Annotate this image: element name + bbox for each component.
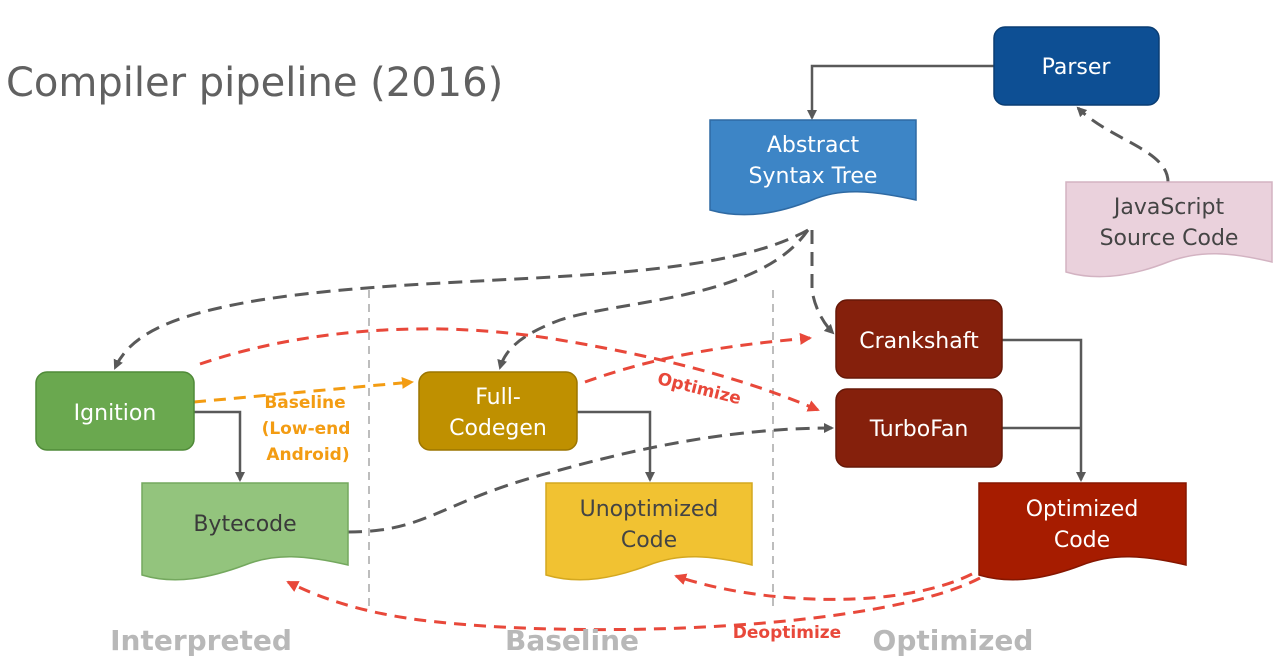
baseline-label-line2: (Low-end: [262, 419, 351, 439]
baseline-label-line1: Baseline: [264, 393, 345, 413]
edge-fullcodegen-to-crankshaft: [584, 332, 812, 384]
full-codegen-node[interactable]: Full- Codegen: [418, 371, 578, 451]
ast-label-line1: Abstract: [767, 133, 860, 158]
turbofan-label: TurboFan: [869, 417, 969, 442]
optimized-code-shape: [978, 482, 1187, 581]
crankshaft-box: [835, 299, 1003, 379]
ignition-label: Ignition: [74, 401, 157, 426]
edge-bytecode-to-turbofan: [347, 423, 834, 534]
turbofan-box: [835, 388, 1003, 468]
js-source-node[interactable]: JavaScript Source Code: [1065, 181, 1273, 278]
edge-ignition-to-fullcodegen: [193, 376, 414, 404]
full-codegen-label-line1: Full-: [475, 385, 521, 410]
turbofan-node[interactable]: TurboFan: [835, 388, 1003, 468]
page-title: Compiler pipeline (2016): [6, 60, 503, 106]
edge-source-to-parser: [1076, 106, 1170, 183]
column-label-baseline: Baseline: [505, 624, 639, 657]
ast-shape: [709, 119, 917, 216]
column-label-interpreted: Interpreted: [110, 624, 292, 657]
bytecode-label: Bytecode: [193, 512, 296, 537]
bytecode-shape: [141, 482, 349, 581]
optimized-code-node[interactable]: Optimized Code: [978, 482, 1187, 581]
optimized-code-label-line2: Code: [1054, 528, 1110, 553]
crankshaft-node[interactable]: Crankshaft: [835, 299, 1003, 379]
edge-deopt-to-unoptimized: [674, 572, 973, 601]
edge-ignition-to-bytecode: [194, 410, 245, 482]
ignition-node[interactable]: Ignition: [35, 371, 195, 451]
ignition-box: [35, 371, 195, 451]
js-source-label-line2: Source Code: [1100, 226, 1239, 251]
ast-label-line2: Syntax Tree: [749, 164, 878, 189]
edge-fullcodegen-to-unoptimized: [577, 410, 655, 482]
edge-deopt-to-bytecode: [286, 576, 981, 632]
parser-label: Parser: [1042, 55, 1112, 80]
edge-ast-to-crankshaft: [810, 230, 835, 335]
optimize-edge-label: Optimize: [655, 369, 743, 409]
baseline-edge-label: Baseline (Low-end Android): [262, 393, 351, 465]
parser-box: [993, 26, 1160, 106]
unoptimized-code-label-line1: Unoptimized: [580, 497, 719, 522]
column-label-optimized: Optimized: [873, 624, 1034, 657]
edge-ast-to-full-codegen: [497, 229, 810, 370]
full-codegen-box: [418, 371, 578, 451]
edge-parser-to-ast: [807, 64, 994, 120]
unoptimized-code-shape: [545, 482, 753, 581]
ast-node[interactable]: Abstract Syntax Tree: [709, 119, 917, 216]
edge-ast-to-ignition: [113, 228, 809, 370]
unoptimized-code-node[interactable]: Unoptimized Code: [545, 482, 753, 581]
js-source-label-line1: JavaScript: [1112, 195, 1225, 220]
js-source-shape: [1065, 181, 1273, 278]
crankshaft-label: Crankshaft: [859, 329, 979, 354]
baseline-label-line3: Android): [266, 445, 349, 465]
unoptimized-code-label-line2: Code: [621, 528, 677, 553]
parser-node[interactable]: Parser: [993, 26, 1160, 106]
deoptimize-edge-label: Deoptimize: [733, 623, 841, 643]
bytecode-node[interactable]: Bytecode: [141, 482, 349, 581]
optimized-code-label-line1: Optimized: [1026, 497, 1139, 522]
edge-crankshaft-to-optimized: [1002, 338, 1086, 482]
full-codegen-label-line2: Codegen: [449, 416, 547, 441]
